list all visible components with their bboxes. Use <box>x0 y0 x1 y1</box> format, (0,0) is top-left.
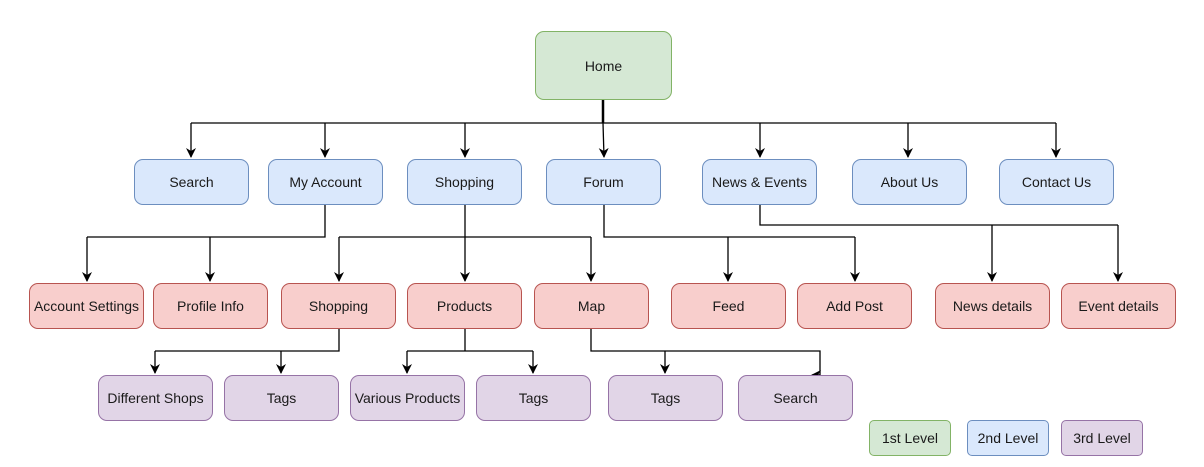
node-home: Home <box>535 31 672 100</box>
node-search-map: Search <box>738 375 853 421</box>
node-search: Search <box>134 159 249 205</box>
node-tags-products: Tags <box>476 375 591 421</box>
node-map: Map <box>534 283 649 329</box>
node-add-post: Add Post <box>797 283 912 329</box>
connector-news-children <box>759 205 1118 226</box>
legend-1st-level: 1st Level <box>869 420 951 456</box>
connector-forum-children <box>603 205 855 238</box>
connector-shoppingsub-children <box>155 329 340 352</box>
node-tags-map: Tags <box>608 375 723 421</box>
node-shopping-sub: Shopping <box>281 283 396 329</box>
node-account-settings: Account Settings <box>29 283 144 329</box>
connector-home-forum <box>598 122 609 158</box>
connector-myaccount-children <box>87 205 326 238</box>
node-products: Products <box>407 283 522 329</box>
legend-2nd-level: 2nd Level <box>967 420 1049 456</box>
legend-3rd-level: 3rd Level <box>1061 420 1143 456</box>
node-feed: Feed <box>671 283 786 329</box>
node-about-us: About Us <box>852 159 967 205</box>
node-shopping: Shopping <box>407 159 522 205</box>
node-news-events: News & Events <box>702 159 817 205</box>
node-my-account: My Account <box>268 159 383 205</box>
node-tags-shopping: Tags <box>224 375 339 421</box>
node-profile-info: Profile Info <box>153 283 268 329</box>
node-contact-us: Contact Us <box>999 159 1114 205</box>
node-news-details: News details <box>935 283 1050 329</box>
node-various-products: Various Products <box>350 375 465 421</box>
node-event-details: Event details <box>1061 283 1176 329</box>
node-forum: Forum <box>546 159 661 205</box>
node-different-shops: Different Shops <box>98 375 213 421</box>
connector-map-children <box>590 329 821 375</box>
